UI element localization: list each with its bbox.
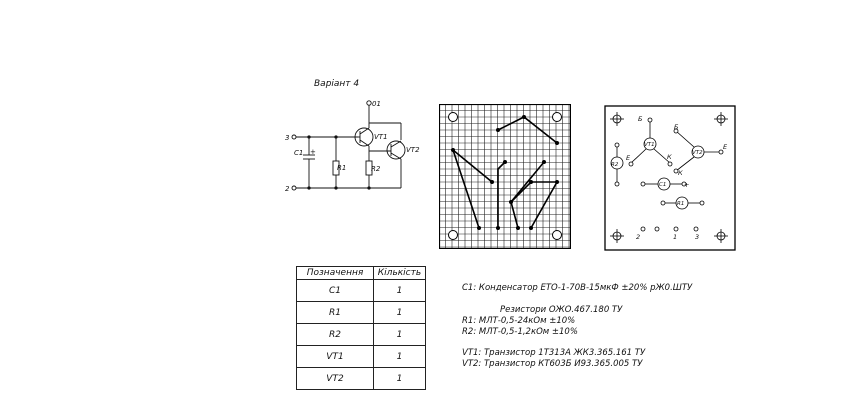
table-cell-designation: C1 <box>296 279 374 302</box>
vt1-collector-label: К <box>667 153 672 161</box>
spec-c1: C1: Конденсатор ЕТО-1-70В-15мкФ ±20% pЖ0… <box>462 283 693 293</box>
vt1-base-label: Б <box>638 115 643 123</box>
table-cell-designation: R2 <box>296 323 374 346</box>
c1-plus-label: + <box>310 148 316 156</box>
table-cell-designation: VT1 <box>296 345 374 368</box>
table-row: VT2 1 <box>296 367 426 390</box>
node-top-terminal <box>366 100 372 106</box>
pcb-traces <box>452 116 559 229</box>
column-header-designation: Позначення <box>296 266 374 280</box>
vt2-base-label: Б <box>674 123 679 131</box>
table-row: R2 1 <box>296 323 426 346</box>
vt1-board-label: VT1 <box>644 142 655 148</box>
r2-board-label: R2 <box>611 162 619 168</box>
table-cell-designation: R1 <box>296 301 374 324</box>
vt2-board-label: VT2 <box>692 150 703 156</box>
pcb-pads <box>451 115 559 230</box>
pin-3-label: 3 <box>695 233 699 241</box>
node-bottom-terminal <box>291 185 297 191</box>
table-cell-quantity: 1 <box>373 279 426 302</box>
vt1-label: VT1 <box>374 133 388 141</box>
table-header-row: Позначення Кількість <box>296 266 426 280</box>
node-left-label: 3 <box>285 134 289 142</box>
circuit-schematic: 01 3 C1 + R1 VT1 R2 VT2 2 <box>285 100 420 193</box>
table-cell-quantity: 1 <box>373 367 426 390</box>
spec-vt1: VT1: Транзистор 1Т313А ЖК3.365.161 ТУ <box>462 348 646 358</box>
c1-plus-board-label: + <box>684 181 689 189</box>
vt2-label: VT2 <box>406 146 420 154</box>
table-cell-designation: VT2 <box>296 367 374 390</box>
mounting-hole <box>552 112 562 122</box>
vt2-symbol <box>386 140 406 160</box>
pin-1-label: 1 <box>673 233 677 241</box>
r2-label: R2 <box>371 165 381 173</box>
vt1-emitter-label: E <box>626 154 631 162</box>
pin-2-label: 2 <box>636 233 640 241</box>
table-row: R1 1 <box>296 301 426 324</box>
node-top-label: 01 <box>372 100 381 108</box>
table-cell-quantity: 1 <box>373 345 426 368</box>
r1-label: R1 <box>337 164 346 172</box>
table-cell-quantity: 1 <box>373 323 426 346</box>
vt2-collector-label: К <box>678 169 683 177</box>
table-row: C1 1 <box>296 279 426 302</box>
r1-board-label: R1 <box>677 201 684 207</box>
c1-board-label: C1 <box>659 182 666 188</box>
c1-label: C1 <box>294 149 303 157</box>
mounting-hole <box>448 112 458 122</box>
spec-r1: R1: МЛТ-0,5-24кОм ±10% <box>462 316 576 326</box>
parts-list-table: Позначення Кількість C1 1 R1 1 R2 1 VT1 … <box>296 266 426 390</box>
vt1-symbol <box>354 127 374 147</box>
node-left-terminal <box>291 134 297 140</box>
column-header-quantity: Кількість <box>373 266 426 280</box>
node-bottom-label: 2 <box>285 185 290 193</box>
component-layout-board: Б E К VT1 VT2 Б К Е R2 C1 + R1 2 1 3 <box>604 105 736 251</box>
mounting-hole <box>552 230 562 240</box>
table-cell-quantity: 1 <box>373 301 426 324</box>
table-row: VT1 1 <box>296 345 426 368</box>
spec-r2: R2: МЛТ-0,5-1,2кОм ±10% <box>462 327 578 337</box>
spec-resistors-header: Резистори ОЖО.467.180 ТУ <box>500 305 623 315</box>
vt2-emitter-label: Е <box>723 143 728 151</box>
mounting-hole <box>448 230 458 240</box>
variant-title: Варіант 4 <box>314 79 360 89</box>
pcb-grid-drawing <box>439 104 571 249</box>
spec-vt2: VT2: Транзистор КТ603Б И93.365.005 ТУ <box>462 359 643 369</box>
